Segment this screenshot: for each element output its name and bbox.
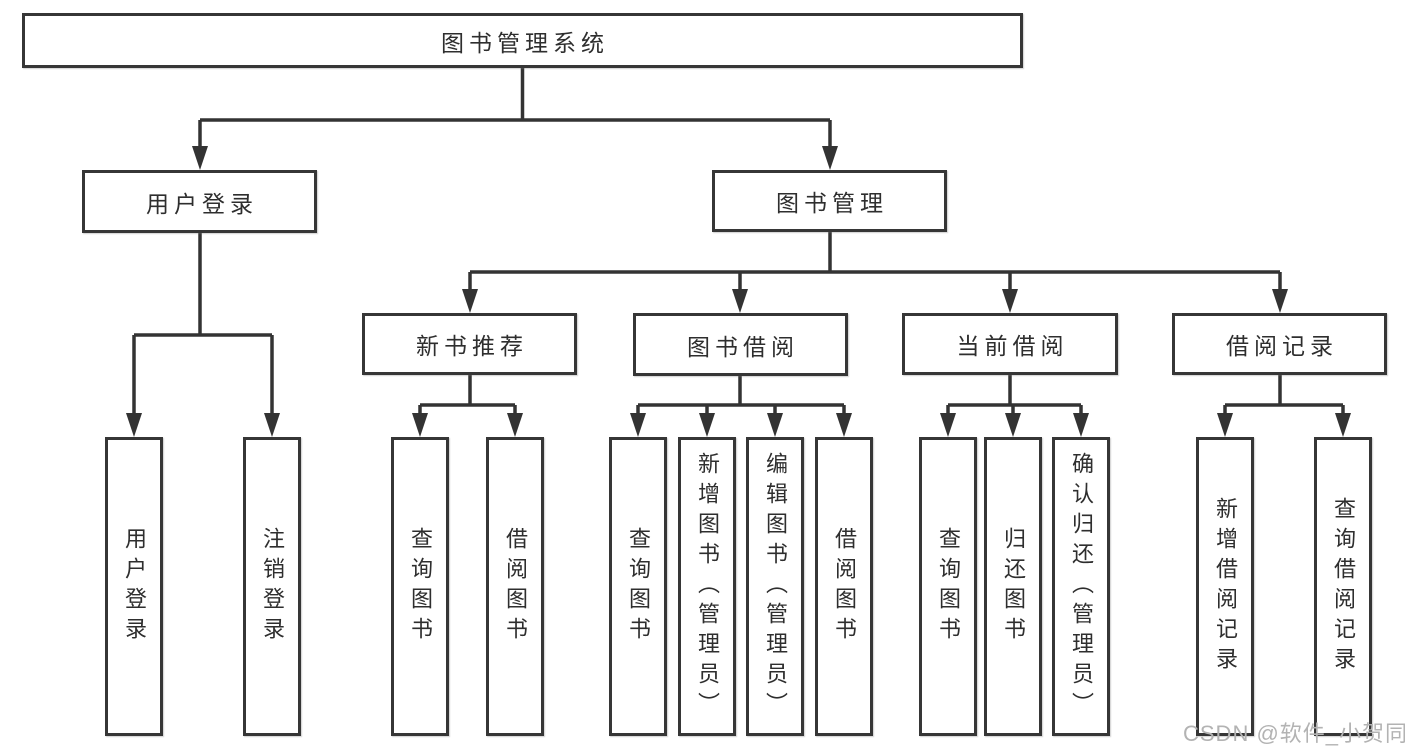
node-label: 编辑图书（管理员） [763, 451, 788, 722]
node-label: 归还图书 [1001, 526, 1026, 647]
node-label: 图书管理系统 [441, 29, 609, 56]
node-label: 当前借阅 [956, 333, 1069, 359]
leaf-edit-books-admin: 编辑图书（管理员） [746, 437, 804, 736]
leaf-query-borrow-record: 查询借阅记录 [1314, 437, 1372, 736]
node-borrow-records: 借阅记录 [1172, 313, 1387, 375]
leaf-query-books-current: 查询图书 [919, 437, 977, 736]
node-new-book-recommend: 新书推荐 [362, 313, 577, 375]
node-root-library-system: 图书管理系统 [22, 13, 1023, 68]
leaf-user-login: 用户登录 [105, 437, 163, 736]
arrowheads [126, 146, 1351, 437]
leaf-return-books: 归还图书 [984, 437, 1042, 736]
connector-lines [132, 68, 1345, 417]
leaf-borrow-books-recommend: 借阅图书 [486, 437, 544, 736]
node-current-borrow: 当前借阅 [902, 313, 1118, 375]
node-label: 查询图书 [408, 526, 433, 647]
leaf-add-borrow-record: 新增借阅记录 [1196, 437, 1254, 736]
csdn-watermark: CSDN @软件_小贺同学 [1183, 721, 1405, 746]
node-user-login: 用户登录 [82, 170, 317, 233]
leaf-logout: 注销登录 [243, 437, 301, 736]
node-book-borrow: 图书借阅 [633, 313, 848, 376]
node-label: 图书借阅 [687, 333, 799, 360]
node-label: 查询借阅记录 [1331, 496, 1356, 677]
leaf-borrow-books: 借阅图书 [815, 437, 873, 736]
leaf-confirm-return-admin: 确认归还（管理员） [1052, 437, 1110, 736]
node-label: 借阅记录 [1226, 333, 1338, 359]
node-book-management: 图书管理 [712, 170, 947, 232]
leaf-add-books-admin: 新增图书（管理员） [678, 437, 736, 736]
node-label: 新增借阅记录 [1213, 496, 1238, 677]
leaf-query-books-borrow: 查询图书 [609, 437, 667, 736]
node-label: 图书管理 [776, 190, 888, 216]
node-label: 新增图书（管理员） [695, 451, 720, 722]
node-label: 用户登录 [122, 526, 147, 647]
node-label: 新书推荐 [416, 333, 528, 359]
node-label: 查询图书 [936, 526, 961, 647]
node-label: 借阅图书 [503, 526, 528, 647]
node-label: 借阅图书 [832, 526, 857, 647]
node-label: 用户登录 [146, 190, 258, 217]
node-label: 注销登录 [260, 526, 285, 647]
leaf-query-books-recommend: 查询图书 [391, 437, 449, 736]
node-label: 确认归还（管理员） [1069, 451, 1094, 722]
node-label: 查询图书 [626, 526, 651, 647]
